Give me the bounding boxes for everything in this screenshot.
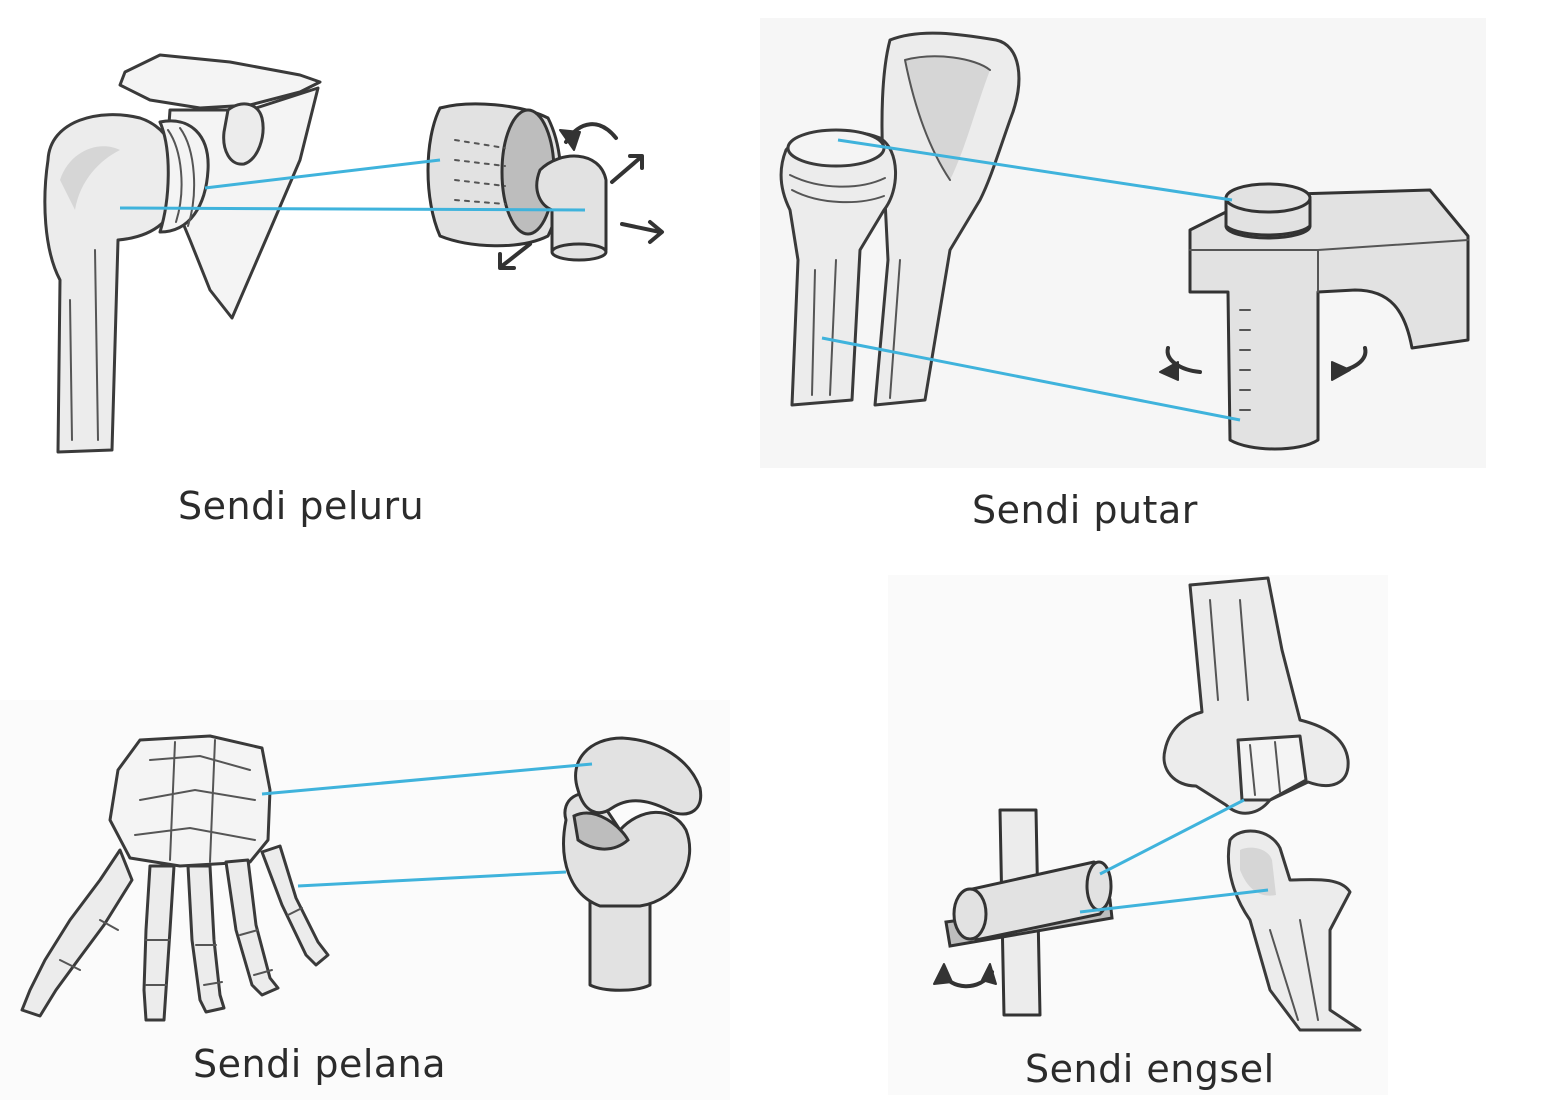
caption-ball-socket-joint: Sendi peluru bbox=[178, 484, 425, 528]
caption-saddle-joint: Sendi pelana bbox=[193, 1042, 447, 1086]
little-finger-bones bbox=[260, 844, 330, 967]
pivot-bracket bbox=[1188, 188, 1470, 451]
hand-bones-illustration bbox=[20, 734, 330, 1022]
saddle-connectors bbox=[261, 762, 593, 888]
thumb-bones bbox=[20, 848, 134, 1018]
shoulder-joint-illustration bbox=[43, 53, 322, 454]
connector-line bbox=[821, 336, 1241, 422]
humerus-bone bbox=[43, 113, 182, 454]
arrow-up-right-icon bbox=[610, 156, 642, 184]
saddle-shaft bbox=[588, 898, 652, 992]
pivot-peg bbox=[1224, 182, 1312, 214]
connector-line bbox=[119, 206, 586, 212]
connector-line bbox=[1079, 888, 1269, 914]
ring-finger-bones bbox=[224, 858, 280, 997]
saddle-upper-piece bbox=[574, 736, 703, 816]
ball-arm bbox=[535, 154, 608, 258]
glenoid-socket bbox=[158, 119, 210, 234]
connector-line bbox=[1099, 798, 1245, 876]
caption-hinge-joint: Sendi engsel bbox=[1025, 1047, 1275, 1091]
carpal-bones bbox=[108, 734, 272, 868]
acromion-bone bbox=[118, 53, 322, 110]
ball-socket-model bbox=[426, 102, 664, 270]
arrow-right-icon bbox=[620, 222, 662, 234]
ulna-bone bbox=[873, 31, 1021, 407]
coracoid-process bbox=[222, 102, 265, 166]
saddle-model bbox=[562, 736, 703, 992]
radius-ulna-illustration bbox=[779, 31, 1021, 407]
arrow-down-left-icon bbox=[500, 242, 532, 268]
connector-line bbox=[204, 158, 441, 190]
connector-line bbox=[261, 762, 593, 796]
connector-line bbox=[297, 870, 567, 888]
connector-line bbox=[837, 138, 1233, 202]
ball-socket-connectors bbox=[119, 158, 586, 212]
pivot-connectors bbox=[821, 138, 1241, 422]
hinge-connectors bbox=[1079, 798, 1269, 914]
caption-pivot-joint: Sendi putar bbox=[972, 488, 1198, 532]
hinge-model bbox=[933, 808, 1114, 1017]
index-finger-bones bbox=[142, 864, 176, 1022]
elbow-illustration bbox=[1162, 576, 1362, 1032]
middle-finger-bones bbox=[186, 864, 226, 1014]
trochlea bbox=[1236, 734, 1308, 802]
pivot-model bbox=[1159, 182, 1470, 451]
